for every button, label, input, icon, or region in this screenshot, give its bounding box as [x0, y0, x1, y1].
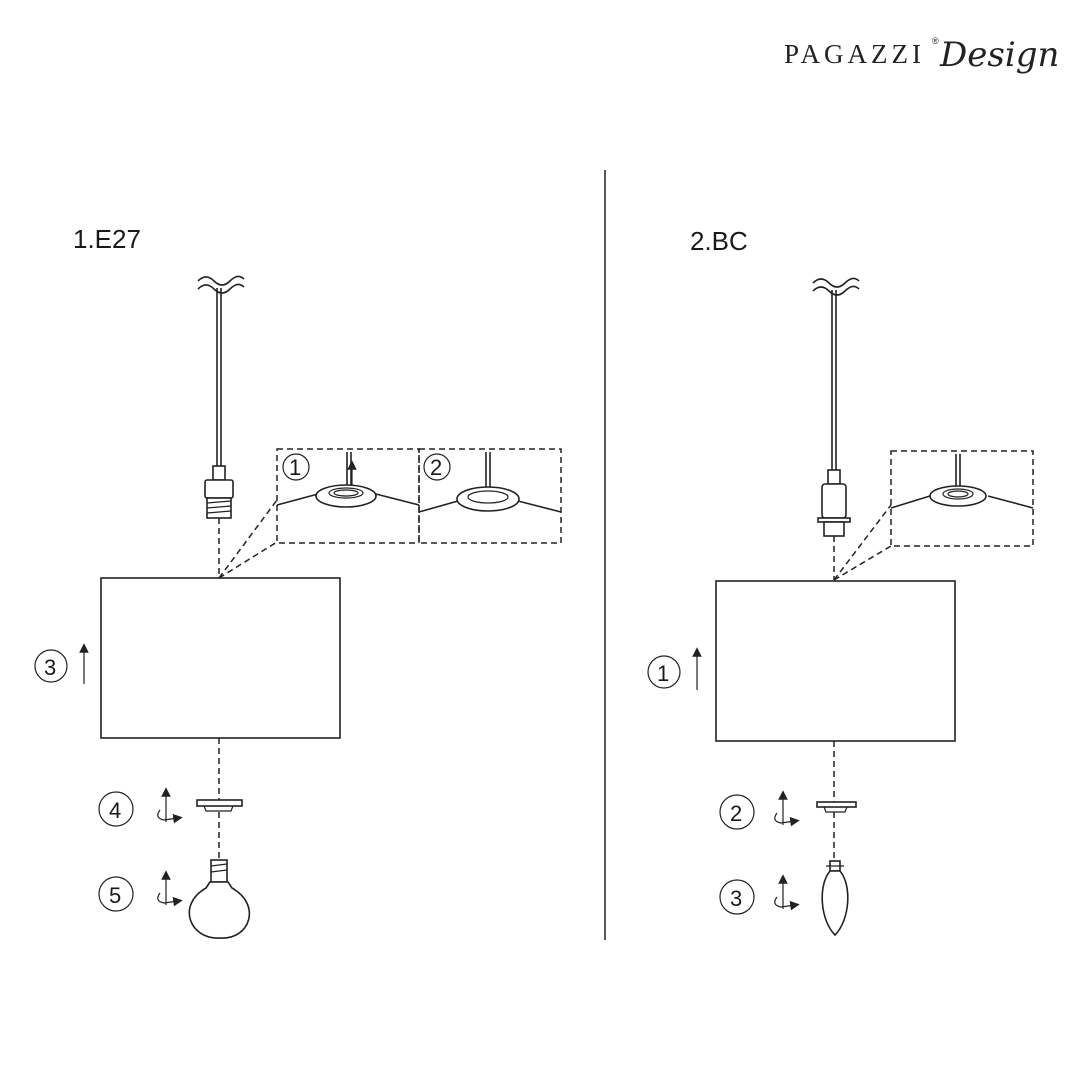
cable-break-icon: [197, 275, 245, 294]
detail-panel: [890, 450, 1034, 547]
rotate-icon: [774, 790, 800, 827]
brand-script: Design: [939, 35, 1059, 75]
section-bc: 2.BC 1 2: [647, 226, 1034, 937]
rotate-icon: [774, 874, 800, 911]
detail-panel-1: 1: [276, 448, 420, 544]
ring-nut-icon: [929, 485, 987, 507]
section-title-bc: 2.BC: [690, 226, 748, 256]
detail-step-2: 2: [430, 455, 442, 480]
step-number: 2: [730, 801, 742, 826]
step-number: 3: [730, 886, 742, 911]
shade-ring-icon: [816, 801, 857, 813]
brand-registered-mark: ®: [932, 36, 939, 46]
e27-bulb-icon: [188, 859, 251, 939]
e27-lampholder-icon: [204, 465, 234, 519]
detail-step-1: 1: [289, 455, 301, 480]
section-title-e27: 1.E27: [73, 224, 141, 254]
rotate-icon: [157, 787, 183, 824]
candle-bulb-icon: [821, 860, 849, 937]
section-e27: 1.E27 1: [34, 224, 562, 939]
brand-name: PAGAZZI: [784, 39, 925, 69]
lamp-shade: [715, 580, 956, 742]
step-number: 5: [109, 883, 121, 908]
step-number: 4: [109, 798, 121, 823]
step-number: 1: [657, 661, 669, 686]
shade-ring-icon: [196, 799, 243, 812]
cable-break-icon: [812, 277, 860, 296]
detail-panel-2: 2: [418, 448, 562, 544]
brand-logo: PAGAZZI ® Design: [784, 35, 1059, 75]
bc-lampholder-icon: [817, 469, 851, 537]
step-number: 3: [44, 655, 56, 680]
rotate-icon: [157, 870, 183, 907]
lamp-shade: [100, 577, 341, 739]
